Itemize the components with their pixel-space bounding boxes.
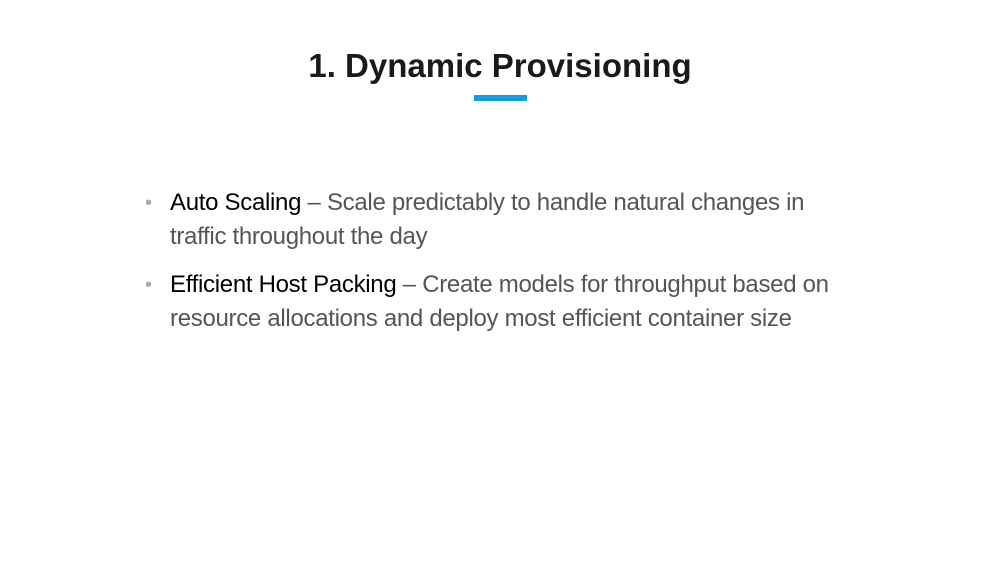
bullet-separator: – bbox=[301, 189, 327, 216]
bullet-item-efficient-host-packing: • Efficient Host Packing – Create models… bbox=[144, 268, 864, 336]
bullet-term: Efficient Host Packing bbox=[170, 271, 397, 298]
bullet-dot-icon: • bbox=[145, 274, 152, 296]
bullet-description: Scale predictably to handle natural chan… bbox=[170, 189, 805, 250]
bullet-list: • Auto Scaling – Scale predictably to ha… bbox=[144, 186, 864, 350]
title-accent-bar bbox=[474, 95, 527, 101]
bullet-separator: – bbox=[396, 271, 423, 298]
bullet-dot-icon: • bbox=[145, 192, 152, 214]
bullet-term: Auto Scaling bbox=[170, 189, 302, 216]
bullet-description: Create models for throughput based on re… bbox=[170, 271, 829, 332]
slide-title: 1. Dynamic Provisioning bbox=[308, 47, 692, 84]
bullet-item-auto-scaling: • Auto Scaling – Scale predictably to ha… bbox=[144, 186, 864, 254]
